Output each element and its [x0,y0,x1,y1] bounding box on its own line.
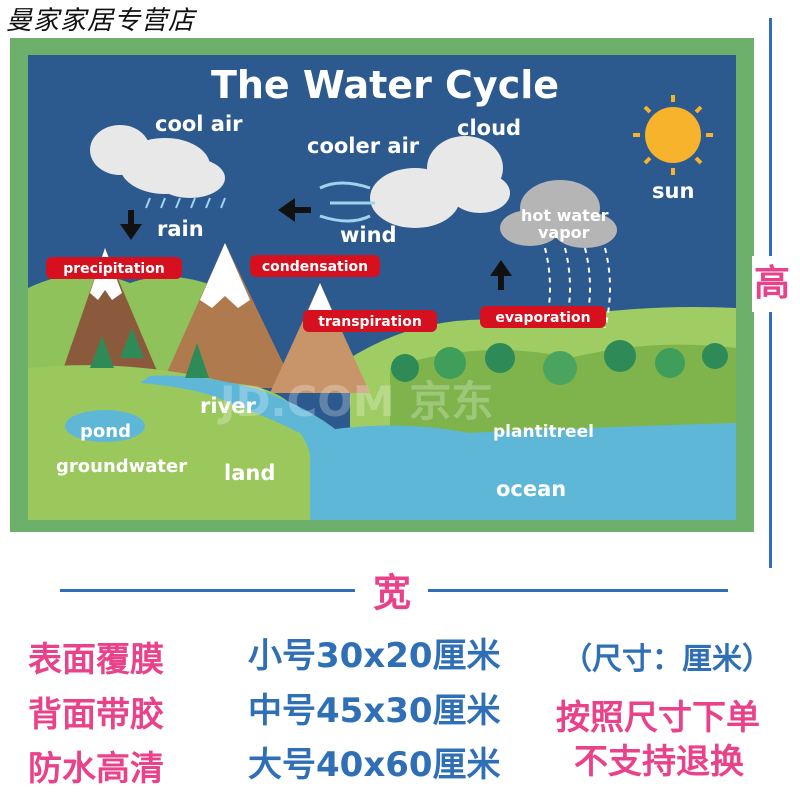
svg-text:precipitation: precipitation [63,261,165,277]
feature-adhesive-back: 背面带胶 [28,695,164,735]
cloud-icon-cool-air [90,125,225,198]
label-planttree: plantitreel [493,422,594,442]
sun-icon [633,95,713,175]
arrow-up-icon [490,260,512,290]
label-ocean: ocean [496,477,566,501]
cloud-icon-cooler-air [370,136,510,228]
label-vapor: vapor [538,223,590,242]
water-cycle-poster: The Water Cycle cool air cooler air clou… [28,55,736,520]
label-groundwater: groundwater [56,456,187,477]
wind-icon [319,181,375,223]
label-river: river [200,394,256,418]
process-label-condensation: condensation [250,255,380,277]
width-label: 宽 [362,562,422,617]
mountain-middle [160,243,295,388]
trees-left [90,328,209,378]
no-return-note: 不支持退换 [574,742,744,782]
arrow-down-icon [120,210,142,240]
label-hot-water: hot water [521,206,609,225]
rain-drops-icon [145,197,226,209]
label-cool-air: cool air [155,112,243,136]
poster-frame: The Water Cycle cool air cooler air clou… [10,38,754,532]
shop-name: 曼家家居专营店 [6,6,196,36]
size-medium: 中号45x30厘米 [248,691,501,731]
label-cloud: cloud [457,116,521,140]
process-label-precipitation: precipitation [46,257,182,279]
label-sun: sun [652,179,694,203]
order-by-size-note: 按照尺寸下单 [556,698,760,738]
cloud-icon-vapor [500,180,617,248]
pond [65,410,145,442]
label-wind: wind [340,223,397,247]
width-dimension-line-left [60,589,355,592]
snowcap-middle [200,243,250,308]
feature-waterproof-hd: 防水高清 [28,749,164,789]
watermark: JD.COM 京东 [217,377,493,426]
svg-text:transpiration: transpiration [318,314,422,330]
process-label-evaporation: evaporation [480,306,606,328]
size-large: 大号40x60厘米 [248,745,501,785]
process-label-transpiration: transpiration [303,310,437,332]
arrow-left-icon [278,198,311,222]
size-unit-note: （尺寸：厘米） [562,642,772,677]
width-dimension-line-right [428,589,728,592]
feature-lamination: 表面覆膜 [28,640,164,680]
label-pond: pond [80,421,131,442]
ocean [310,423,736,520]
svg-text:condensation: condensation [262,259,368,275]
river [140,375,350,520]
label-land: land [224,461,275,485]
trees-right [391,340,728,385]
mountain-right [270,283,370,393]
svg-text:evaporation: evaporation [495,310,590,326]
size-small: 小号30x20厘米 [248,636,501,676]
height-label: 高 [752,256,792,312]
poster-title: The Water Cycle [211,63,559,107]
label-rain: rain [157,217,204,241]
label-cooler-air: cooler air [307,134,420,158]
